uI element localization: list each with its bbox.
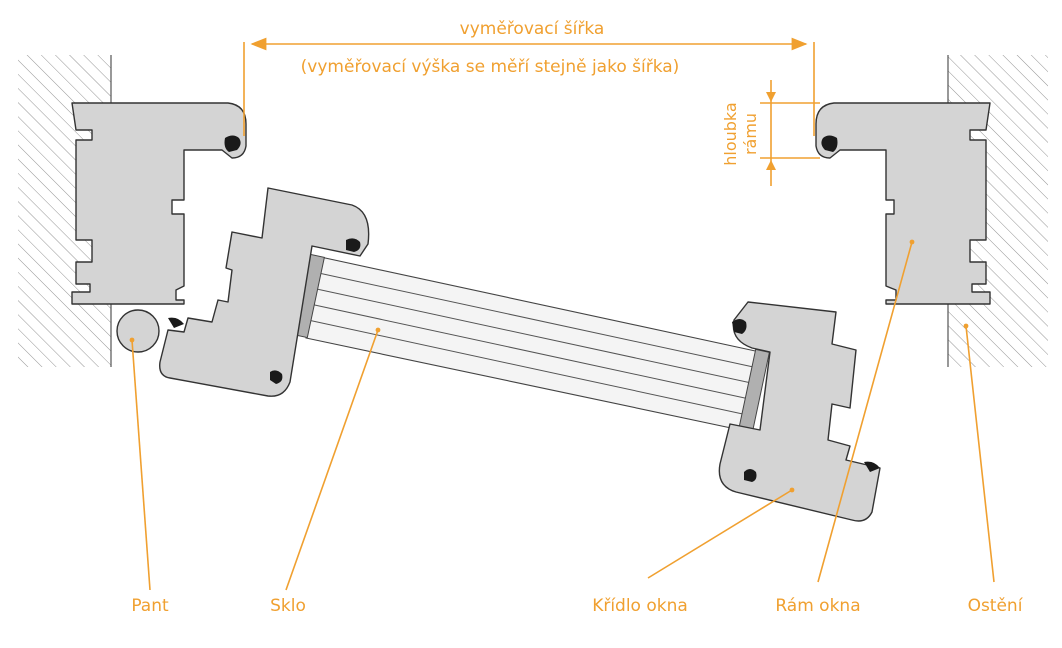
frame-depth-label-line1: hloubka	[721, 102, 740, 165]
label-frame: Rám okna	[775, 596, 860, 616]
frame-depth-label-line2: rámu	[741, 113, 760, 155]
label-sash: Křídlo okna	[592, 596, 688, 616]
label-glass: Sklo	[270, 596, 306, 616]
open-sash	[159, 187, 881, 522]
hinge	[116, 309, 160, 353]
width-label: vyměřovací šířka	[460, 19, 605, 39]
frame-depth-dimension: hloubka rámu	[721, 80, 820, 186]
left-frame-profile	[71, 102, 247, 305]
label-hinge: Pant	[131, 596, 169, 616]
leader-lines	[129, 239, 995, 591]
glazing-unit	[293, 253, 770, 434]
label-reveal: Ostění	[968, 596, 1024, 616]
height-note: (vyměřovací výška se měří stejně jako ší…	[301, 57, 680, 77]
width-dimension: vyměřovací šířka (vyměřovací výška se mě…	[243, 19, 815, 136]
right-frame-profile	[815, 102, 991, 305]
